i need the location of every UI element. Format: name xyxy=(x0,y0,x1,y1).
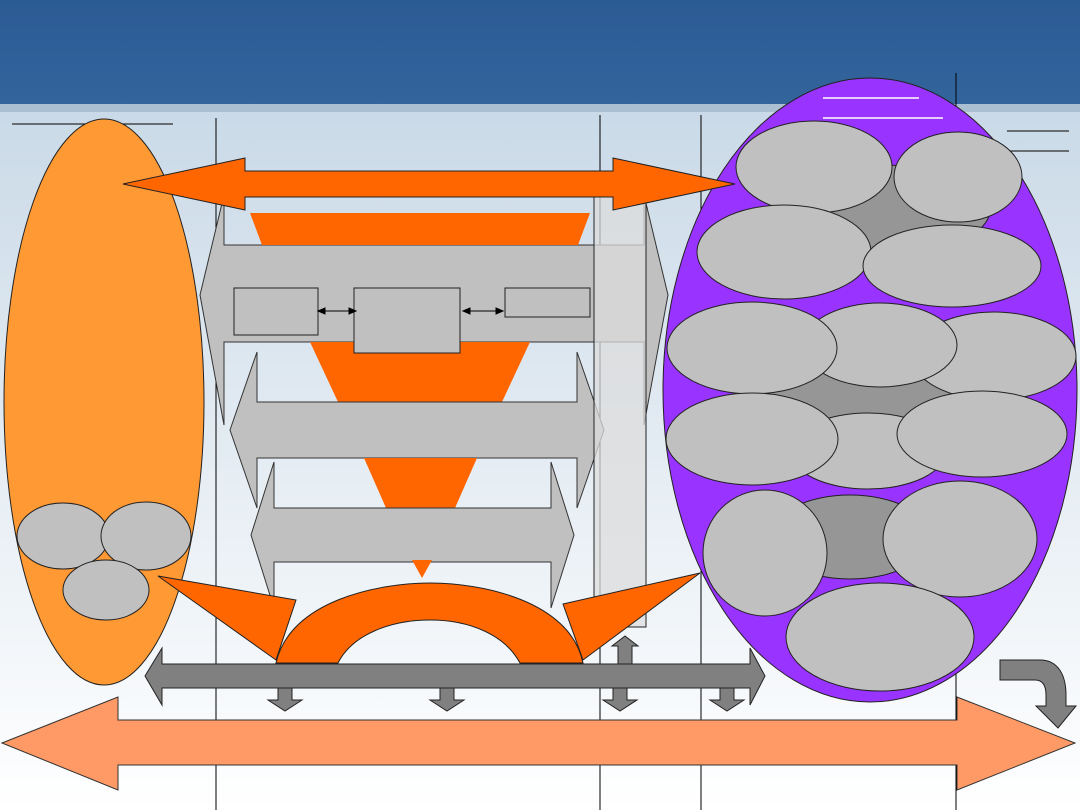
funnel-segment xyxy=(364,458,477,508)
dark-grey-double-arrow xyxy=(144,646,766,707)
down-arrow xyxy=(428,687,466,712)
orange-pointer-right xyxy=(562,572,701,661)
funnel-tip xyxy=(412,560,432,578)
arrowhead xyxy=(348,307,358,315)
orange-double-arrow-top xyxy=(122,157,736,211)
grey-ellipse xyxy=(785,582,975,692)
grey-double-arrow-lower xyxy=(250,461,575,609)
down-arrows xyxy=(266,635,746,712)
down-arrow xyxy=(266,687,304,712)
down-arrow xyxy=(708,687,746,712)
grey-ellipse xyxy=(896,390,1068,478)
process-box xyxy=(353,287,461,354)
grey-ellipse xyxy=(696,204,872,300)
grey-ellipse xyxy=(666,301,838,395)
grey-ellipses xyxy=(665,120,1077,692)
small-grey-ellipse xyxy=(16,502,110,570)
up-arrow xyxy=(610,635,640,665)
orange-pointer-left xyxy=(157,575,297,661)
grey-ellipse xyxy=(893,131,1023,223)
box-connectors xyxy=(316,307,505,315)
bottom-double-arrow xyxy=(0,696,1077,791)
vertical-panel xyxy=(593,194,647,628)
curved-down-arrow-icon xyxy=(999,659,1078,729)
small-grey-ellipse xyxy=(62,559,150,621)
header-shadow xyxy=(0,104,1080,112)
process-box xyxy=(233,287,319,336)
small-grey-ellipse xyxy=(100,501,192,571)
grey-ellipse xyxy=(862,224,1042,308)
orange-arch xyxy=(275,582,584,664)
process-box xyxy=(504,287,591,318)
grey-ellipse xyxy=(882,480,1038,598)
grey-ellipse xyxy=(702,489,828,617)
down-arrow xyxy=(601,687,639,712)
grey-ellipse xyxy=(735,120,893,214)
arrowhead xyxy=(495,307,505,315)
funnel-segment xyxy=(310,342,530,402)
grey-ellipse xyxy=(665,392,839,486)
arrowhead xyxy=(461,307,471,315)
arrowhead xyxy=(316,307,326,315)
funnel-segment xyxy=(250,213,590,245)
